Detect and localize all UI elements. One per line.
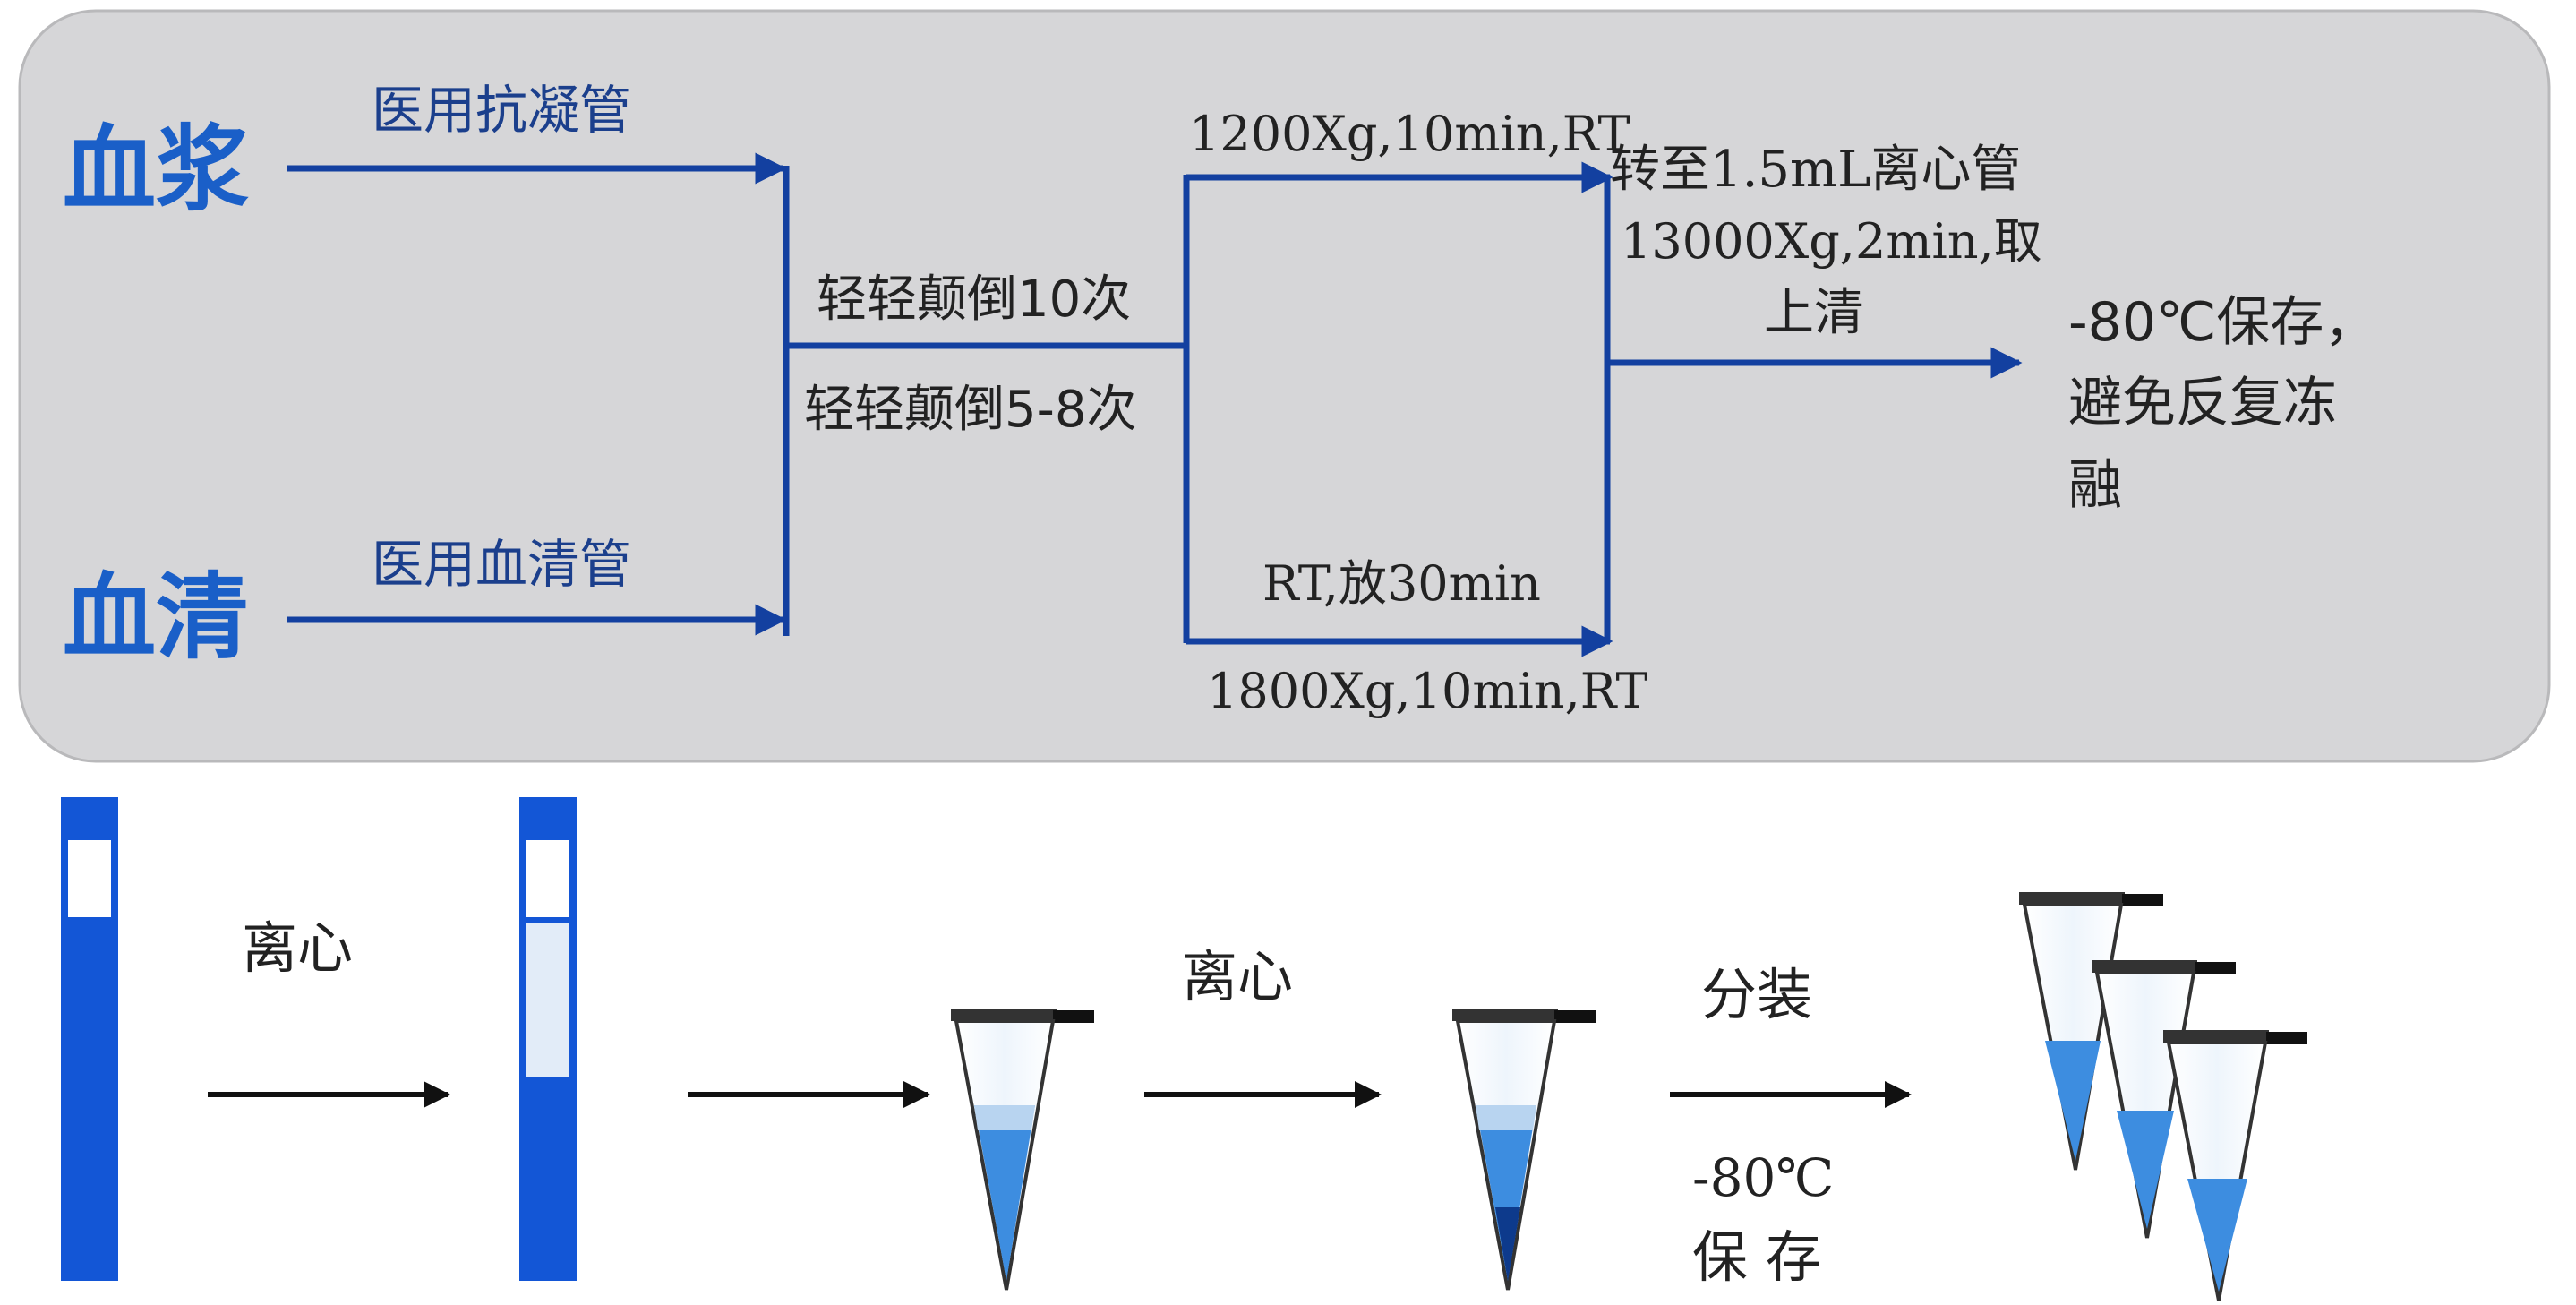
storage-text-1: -80℃保存， (2068, 291, 2377, 354)
microtube-2 (1452, 1009, 1596, 1291)
aliquot-label: 分装 (1701, 962, 1812, 1027)
microtube-1 (951, 1009, 1094, 1291)
transfer-text-1: 转至1.5mL离心管 (1610, 141, 2021, 199)
flow-panel (18, 9, 2551, 763)
centrifuge-label-2: 离心 (1182, 944, 1293, 1009)
storage-text-2: 避免反复冻 (2068, 372, 2337, 434)
serum-wait-text: RT,放30min (1262, 555, 1541, 612)
invert-serum-text: 轻轻颠倒5-8次 (804, 381, 1136, 439)
storage-text-3: 融 (2068, 454, 2122, 517)
blood-tube-separated (519, 797, 577, 1281)
transfer-text-2: 13000Xg,2min,取 (1621, 213, 2042, 270)
aliquot-tube-3 (2163, 1030, 2307, 1301)
plasma-tube-label: 医用抗凝管 (372, 80, 631, 141)
blood-tube-before (61, 797, 118, 1281)
serum-tube-label: 医用血清管 (372, 534, 631, 595)
serum-spin-text: 1800Xg,10min,RT (1207, 663, 1647, 719)
plasma-label: 血浆 (63, 115, 249, 224)
plasma-spin-text: 1200Xg,10min,RT (1189, 106, 1630, 162)
transfer-text-3: 上清 (1764, 284, 1864, 342)
serum-label: 血清 (63, 562, 249, 672)
store-label-2: 保 存 (1692, 1224, 1821, 1290)
store-label-1: -80℃ (1692, 1147, 1834, 1208)
invert-plasma-text: 轻轻颠倒10次 (817, 270, 1131, 329)
centrifuge-label-1: 离心 (242, 915, 353, 981)
